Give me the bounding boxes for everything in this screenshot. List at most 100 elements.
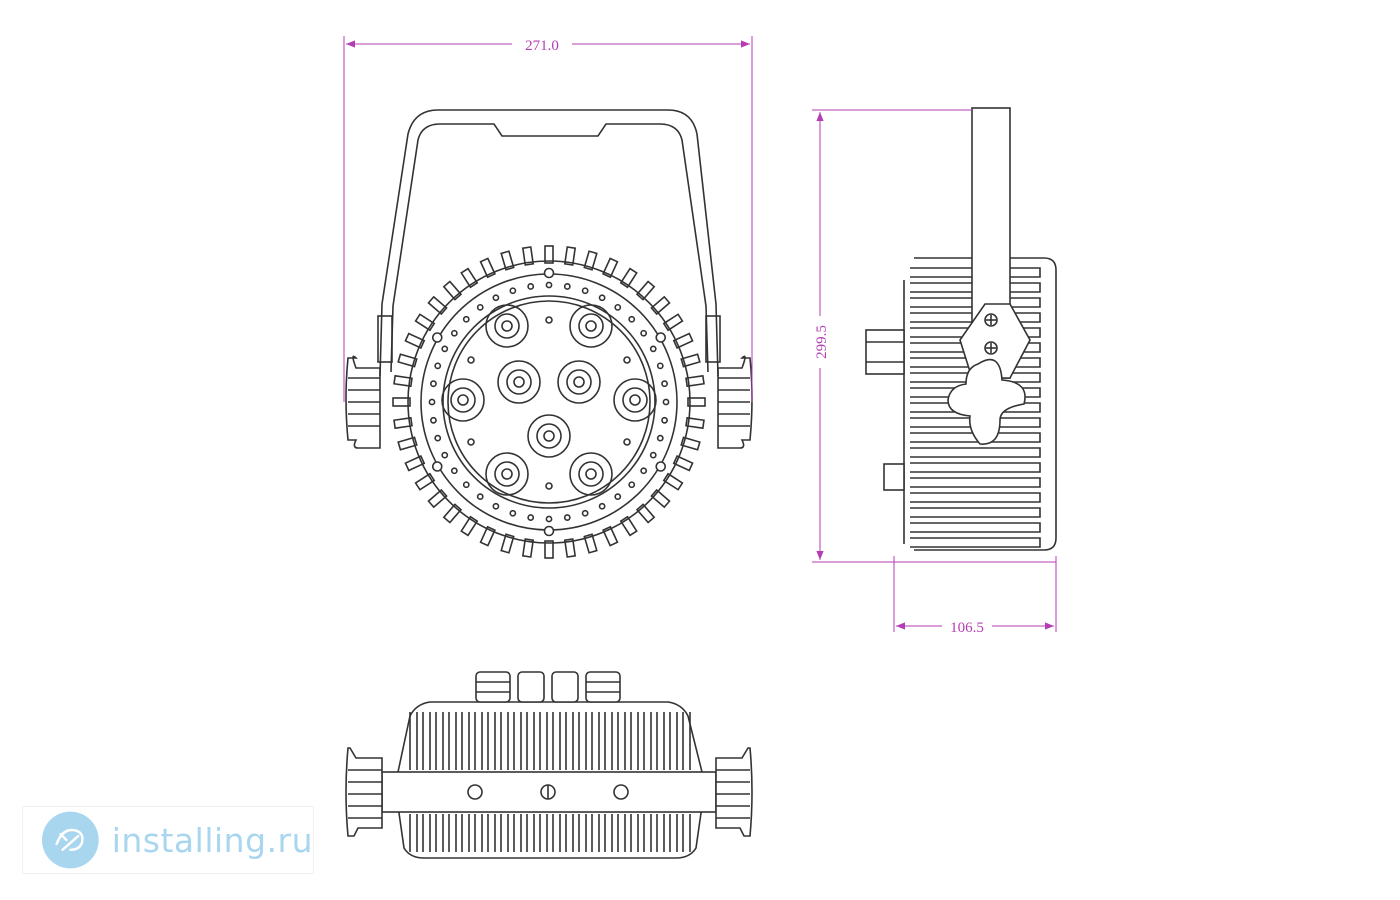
fin — [687, 397, 706, 407]
screw-hole — [656, 434, 664, 442]
screw-hole — [450, 329, 458, 337]
screw-hole — [598, 502, 606, 510]
bottom-fin — [604, 814, 613, 852]
bottom-fin — [422, 814, 431, 852]
side-view — [865, 107, 1057, 551]
screw-hole — [462, 481, 470, 489]
bottom-fin — [474, 712, 483, 770]
fin — [619, 515, 638, 537]
fin — [442, 280, 463, 301]
screw-hole — [628, 315, 636, 323]
screw-hole — [527, 514, 535, 521]
screw-hole — [563, 514, 571, 521]
fin — [521, 538, 535, 558]
bottom-fin — [617, 814, 626, 852]
fin — [680, 353, 701, 368]
bottom-fin — [643, 712, 652, 770]
fin — [397, 353, 418, 368]
bottom-fin — [539, 712, 548, 770]
fin — [662, 313, 684, 332]
side-fin — [910, 522, 1041, 533]
bottom-fin — [513, 712, 522, 770]
fixing-screw — [543, 525, 555, 537]
bottom-view — [345, 671, 753, 859]
bottom-fin — [500, 712, 509, 770]
screw-hole — [441, 345, 449, 353]
bottom-fin — [669, 814, 678, 852]
screw-hole — [662, 398, 670, 406]
bottom-fin — [565, 814, 574, 852]
screw-hole — [656, 362, 664, 370]
fin — [500, 533, 515, 554]
screw-hole — [430, 380, 437, 388]
height-dimension: 299.5 — [814, 325, 830, 359]
bottom-fin — [565, 712, 574, 770]
plate-dot — [545, 482, 553, 490]
bottom-fin — [435, 814, 444, 852]
fin — [427, 295, 448, 316]
fin — [635, 503, 656, 524]
screw-hole — [614, 303, 622, 311]
fin — [680, 436, 701, 451]
bottom-fin — [435, 712, 444, 770]
screw-hole — [441, 451, 449, 459]
dimension-lines — [343, 36, 1057, 632]
fin — [397, 436, 418, 451]
led-lens — [569, 452, 613, 496]
bottom-fin — [526, 712, 535, 770]
screw-hole — [462, 315, 470, 323]
bottom-fin — [617, 712, 626, 770]
bottom-fin — [552, 814, 561, 852]
fin — [393, 416, 413, 430]
bottom-fin — [461, 712, 470, 770]
led-lens — [485, 452, 529, 496]
plate-dot — [545, 316, 553, 324]
led-lens — [485, 304, 529, 348]
screw-hole — [614, 493, 622, 501]
power-connector — [865, 329, 905, 375]
plate-dot — [623, 438, 631, 446]
screw-hole — [545, 281, 553, 289]
right-knob — [717, 355, 753, 449]
bottom-fin — [630, 712, 639, 770]
fin — [685, 374, 705, 388]
fin — [650, 295, 671, 316]
bottom-fin — [461, 814, 470, 852]
fin — [460, 515, 479, 537]
fixing-screw — [655, 461, 667, 472]
bottom-fin — [474, 814, 483, 852]
screw-hole — [450, 467, 458, 475]
fin — [427, 488, 448, 509]
watermark: installing.ru — [22, 806, 314, 874]
fin — [563, 246, 577, 266]
screw-hole — [434, 362, 442, 370]
fin — [414, 313, 436, 332]
plate-dot — [467, 356, 475, 364]
bottom-fin — [591, 814, 600, 852]
screw-hole — [581, 509, 589, 517]
fin — [650, 488, 671, 509]
bottom-fin — [422, 712, 431, 770]
plate-dot — [623, 356, 631, 364]
bottom-fin — [539, 814, 548, 852]
bottom-fin — [487, 712, 496, 770]
led-lens — [569, 304, 613, 348]
width-dimension: 271.0 — [525, 38, 559, 54]
bottom-fin — [487, 814, 496, 852]
bottom-fin — [669, 712, 678, 770]
fin — [583, 533, 598, 554]
fin — [563, 538, 577, 558]
screw-hole — [428, 398, 436, 406]
screw-hole — [640, 467, 648, 475]
fin — [685, 416, 705, 430]
led-lens — [527, 414, 571, 458]
screw-holes — [428, 267, 670, 537]
fin — [414, 472, 436, 491]
left-knob — [345, 355, 381, 449]
fixing-screw — [431, 332, 443, 343]
screw-hole — [661, 380, 668, 388]
bottom-fin — [682, 814, 691, 852]
screw-hole — [649, 345, 657, 353]
fin — [583, 250, 598, 271]
